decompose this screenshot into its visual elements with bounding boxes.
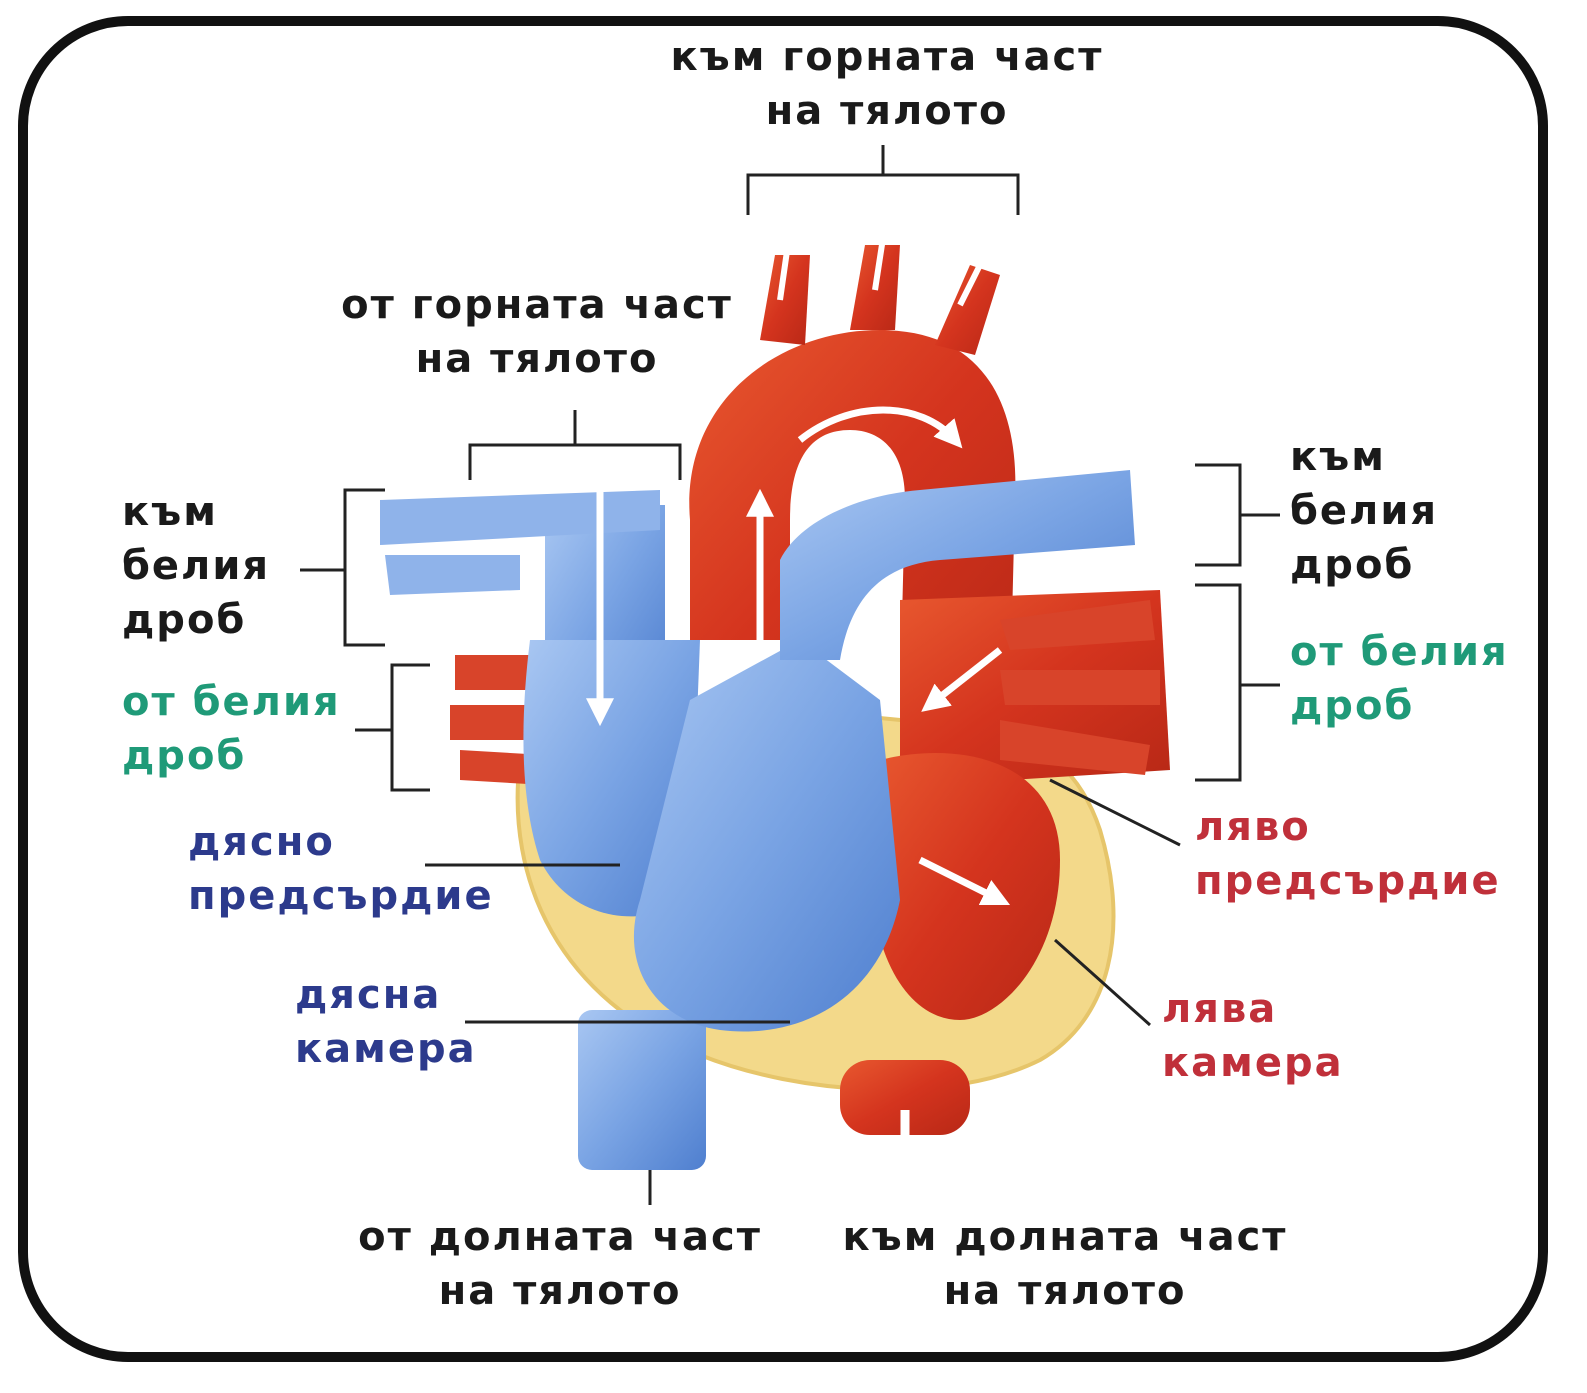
label-from-lung-right: от белия дроб	[1290, 625, 1509, 733]
label-from-upper-body: от горната част на тялото	[322, 278, 752, 386]
bracket-from-lung-left	[355, 665, 430, 790]
pulmonary-veins-right	[1000, 600, 1160, 775]
aorta-branch-3	[935, 265, 1000, 355]
label-to-lung-right: към белия дроб	[1290, 430, 1438, 592]
label-to-lower-body: към долната част на тялото	[830, 1210, 1300, 1318]
label-left-ventricle: лява камера	[1162, 982, 1344, 1090]
label-to-lung-left: към белия дроб	[122, 485, 270, 647]
label-to-upper-body: към горната част на тялото	[652, 30, 1122, 138]
bracket-to-lung-left	[300, 490, 385, 645]
label-from-lung-left: от белия дроб	[122, 675, 341, 783]
bracket-to-upper-body	[748, 145, 1018, 215]
label-right-ventricle: дясна камера	[295, 968, 477, 1076]
label-from-lower-body: от долната част на тялото	[345, 1210, 775, 1318]
label-right-atrium: дясно предсърдие	[188, 815, 494, 923]
bracket-to-lung-right	[1195, 465, 1280, 565]
bracket-from-lung-right	[1195, 585, 1280, 780]
bracket-from-upper-body	[470, 410, 680, 480]
inferior-vena-cava	[578, 1010, 706, 1170]
label-left-atrium: ляво предсърдие	[1195, 800, 1501, 908]
